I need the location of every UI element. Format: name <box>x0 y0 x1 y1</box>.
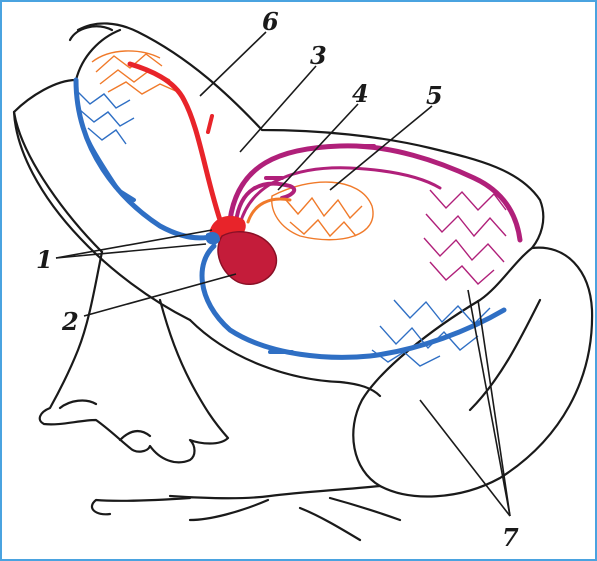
leader-3 <box>240 66 316 152</box>
lung-capillary-network <box>272 182 373 240</box>
vessels <box>76 64 520 357</box>
label-6: 6 <box>262 7 279 36</box>
arrow-carotid <box>208 116 212 132</box>
label-3: 3 <box>310 41 327 70</box>
leader-6 <box>200 32 266 96</box>
body-contour <box>14 23 543 252</box>
leader-1a <box>56 230 212 258</box>
leader-1b <box>56 244 206 258</box>
label-2: 2 <box>61 307 79 336</box>
hind-leg-contour <box>353 248 592 497</box>
label-5: 5 <box>426 81 443 110</box>
throat-contour <box>14 112 190 320</box>
hind-foot-contour <box>92 486 400 540</box>
label-4: 4 <box>352 79 369 108</box>
label-7: 7 <box>502 523 519 552</box>
pulmonary-vein <box>248 199 290 222</box>
heart <box>206 216 276 284</box>
head-capillary-network <box>76 51 178 190</box>
leader-7a <box>468 290 510 516</box>
leader-7c <box>420 400 510 516</box>
head-vein <box>76 80 214 238</box>
leader-7b <box>478 300 510 516</box>
label-1: 1 <box>36 245 53 274</box>
frog-outline <box>14 23 592 540</box>
front-toes <box>60 401 150 440</box>
